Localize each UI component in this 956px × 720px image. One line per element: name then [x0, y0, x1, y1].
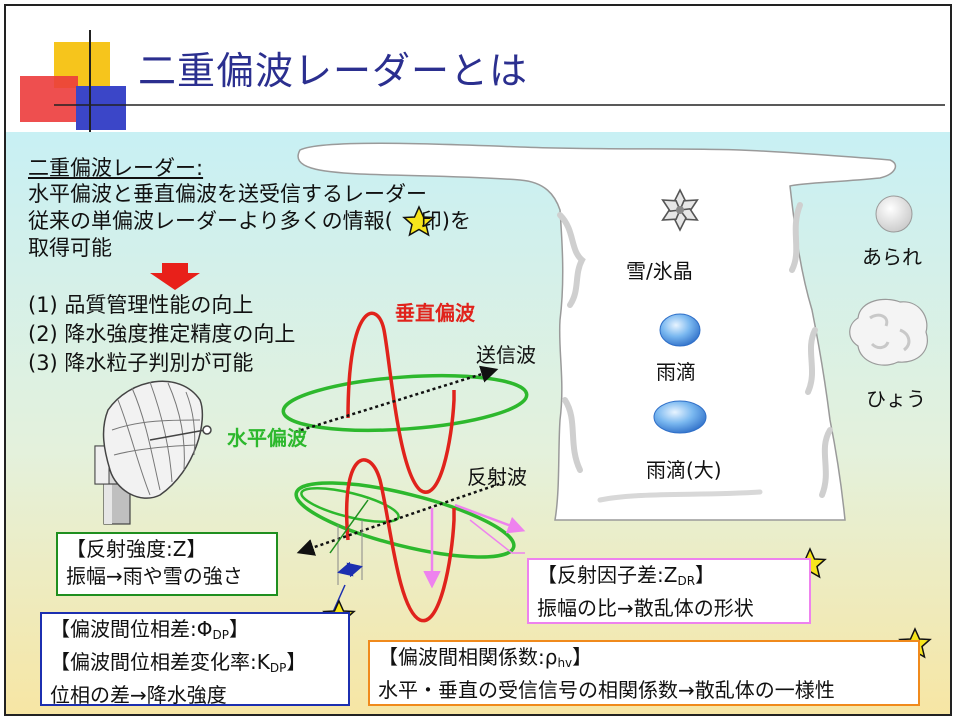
differential-phase-box: 【偏波間位相差:ΦDP】 【偏波間位相差変化率:KDP】 位相の差→降水強度	[40, 612, 350, 707]
reflect-wave	[294, 458, 526, 623]
transmit-wave	[281, 311, 529, 494]
reflectivity-title: 【反射強度:Z】	[66, 537, 207, 561]
phase-rate-title: 【偏波間位相差変化率:KDP】	[50, 650, 307, 675]
reflectivity-box: 【反射強度:Z】 振幅→雨や雪の強さ	[56, 532, 278, 596]
transmit-wave-label: 送信波	[476, 343, 536, 367]
definition-line-1: 水平偏波と垂直偏波を送受信するレーダー	[28, 182, 427, 206]
differential-reflectivity-box: 【反射因子差:ZDR】 振幅の比→散乱体の形状	[527, 558, 811, 624]
rain-label: 雨滴	[656, 360, 696, 384]
hail-icon	[849, 298, 928, 366]
page-title: 二重偏波レーダーとは	[138, 49, 529, 93]
definition-heading: 二重偏波レーダー:	[28, 156, 204, 180]
benefit-item: (2) 降水強度推定精度の向上	[28, 322, 296, 346]
red-down-arrow-icon	[150, 263, 200, 290]
snow-label: 雪/氷晶	[626, 259, 693, 283]
zdr-callout-line	[469, 519, 525, 554]
definition-line-2-pre: 従来の単偏波レーダーより多くの情報(	[28, 209, 393, 233]
phase-desc: 位相の差→降水強度	[50, 683, 227, 707]
raindrop-large-icon	[653, 400, 707, 434]
definition-line-2: 従来の単偏波レーダーより多くの情報( 印)を	[28, 207, 471, 235]
radar-dish-icon	[94, 380, 212, 525]
rho-title: 【偏波間相関係数:ρhv】	[378, 645, 593, 670]
hail-label: ひょう	[866, 387, 926, 411]
benefit-item: (1) 品質管理性能の向上	[28, 293, 254, 317]
correlation-coefficient-box: 【偏波間相関係数:ρhv】 水平・垂直の受信信号の相関係数→散乱体の一様性	[368, 640, 920, 706]
rain-large-label: 雨滴(大)	[646, 458, 722, 482]
reflectivity-desc: 振幅→雨や雪の強さ	[66, 564, 243, 588]
rho-desc: 水平・垂直の受信信号の相関係数→散乱体の一様性	[378, 678, 835, 702]
zdr-desc: 振幅の比→散乱体の形状	[537, 596, 754, 620]
graupel-icon	[875, 195, 913, 233]
benefit-item: (3) 降水粒子判別が可能	[28, 351, 254, 375]
zdr-title: 【反射因子差:ZDR】	[537, 563, 716, 588]
definition-line-3: 取得可能	[28, 236, 112, 260]
reflect-wave-label: 反射波	[467, 465, 527, 489]
z-callout-line	[329, 499, 369, 554]
definition-line-2-post: 印)を	[420, 209, 471, 233]
snowflake-icon	[661, 188, 699, 232]
horizontal-wave-label: 水平偏波	[227, 426, 307, 450]
cloud	[297, 142, 897, 521]
phase-title: 【偏波間位相差:ΦDP】	[50, 617, 249, 642]
raindrop-icon	[659, 313, 701, 347]
star-icon	[402, 205, 436, 237]
graupel-label: あられ	[862, 245, 922, 269]
title-decoration	[20, 30, 945, 132]
vertical-wave-label: 垂直偏波	[395, 301, 475, 325]
